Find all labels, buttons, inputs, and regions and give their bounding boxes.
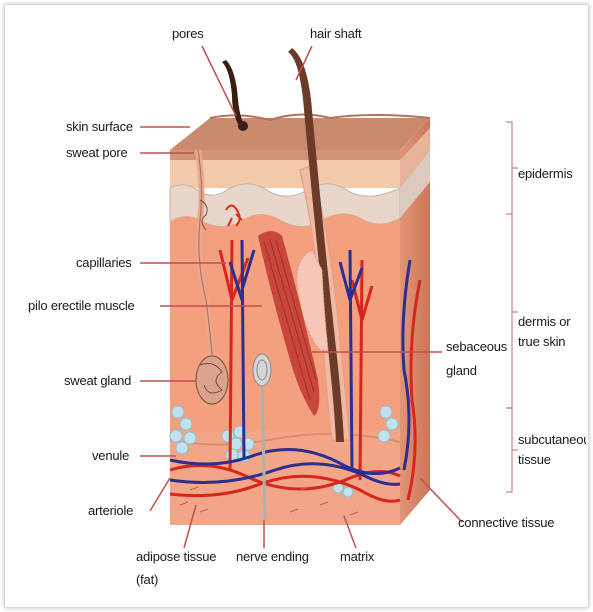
label-matrix: matrix	[340, 549, 374, 565]
label-venule: venule	[92, 448, 129, 464]
label-pores: pores	[172, 26, 204, 42]
label-gland: gland	[446, 363, 477, 379]
label-sweat-gland: sweat gland	[64, 373, 131, 389]
layer-brackets	[506, 122, 518, 492]
label-arteriole: arteriole	[88, 503, 133, 519]
label-subcutaneous: subcutaneous	[518, 432, 586, 448]
label-connective-tissue: connective tissue	[458, 515, 554, 531]
label-skin-surface: skin surface	[66, 119, 133, 135]
label-hair-shaft: hair shaft	[310, 26, 361, 42]
epidermis-layer	[170, 160, 400, 188]
label-dermis: dermis or	[518, 314, 570, 330]
label-pilo-erectile-muscle: pilo erectile muscle	[28, 298, 135, 314]
label-capillaries: capillaries	[76, 255, 132, 271]
label-tissue: tissue	[518, 452, 551, 468]
label-adipose-tissue: adipose tissue	[136, 549, 216, 565]
label-sweat-pore: sweat pore	[66, 145, 128, 161]
label-nerve-ending: nerve ending	[236, 549, 309, 565]
label-epidermis: epidermis	[518, 166, 573, 182]
label-adipose-fat: (fat)	[136, 572, 158, 588]
skin-surface-layer	[170, 114, 430, 150]
label-sebaceous: sebaceous	[446, 339, 507, 355]
label-true-skin: true skin	[518, 334, 565, 350]
